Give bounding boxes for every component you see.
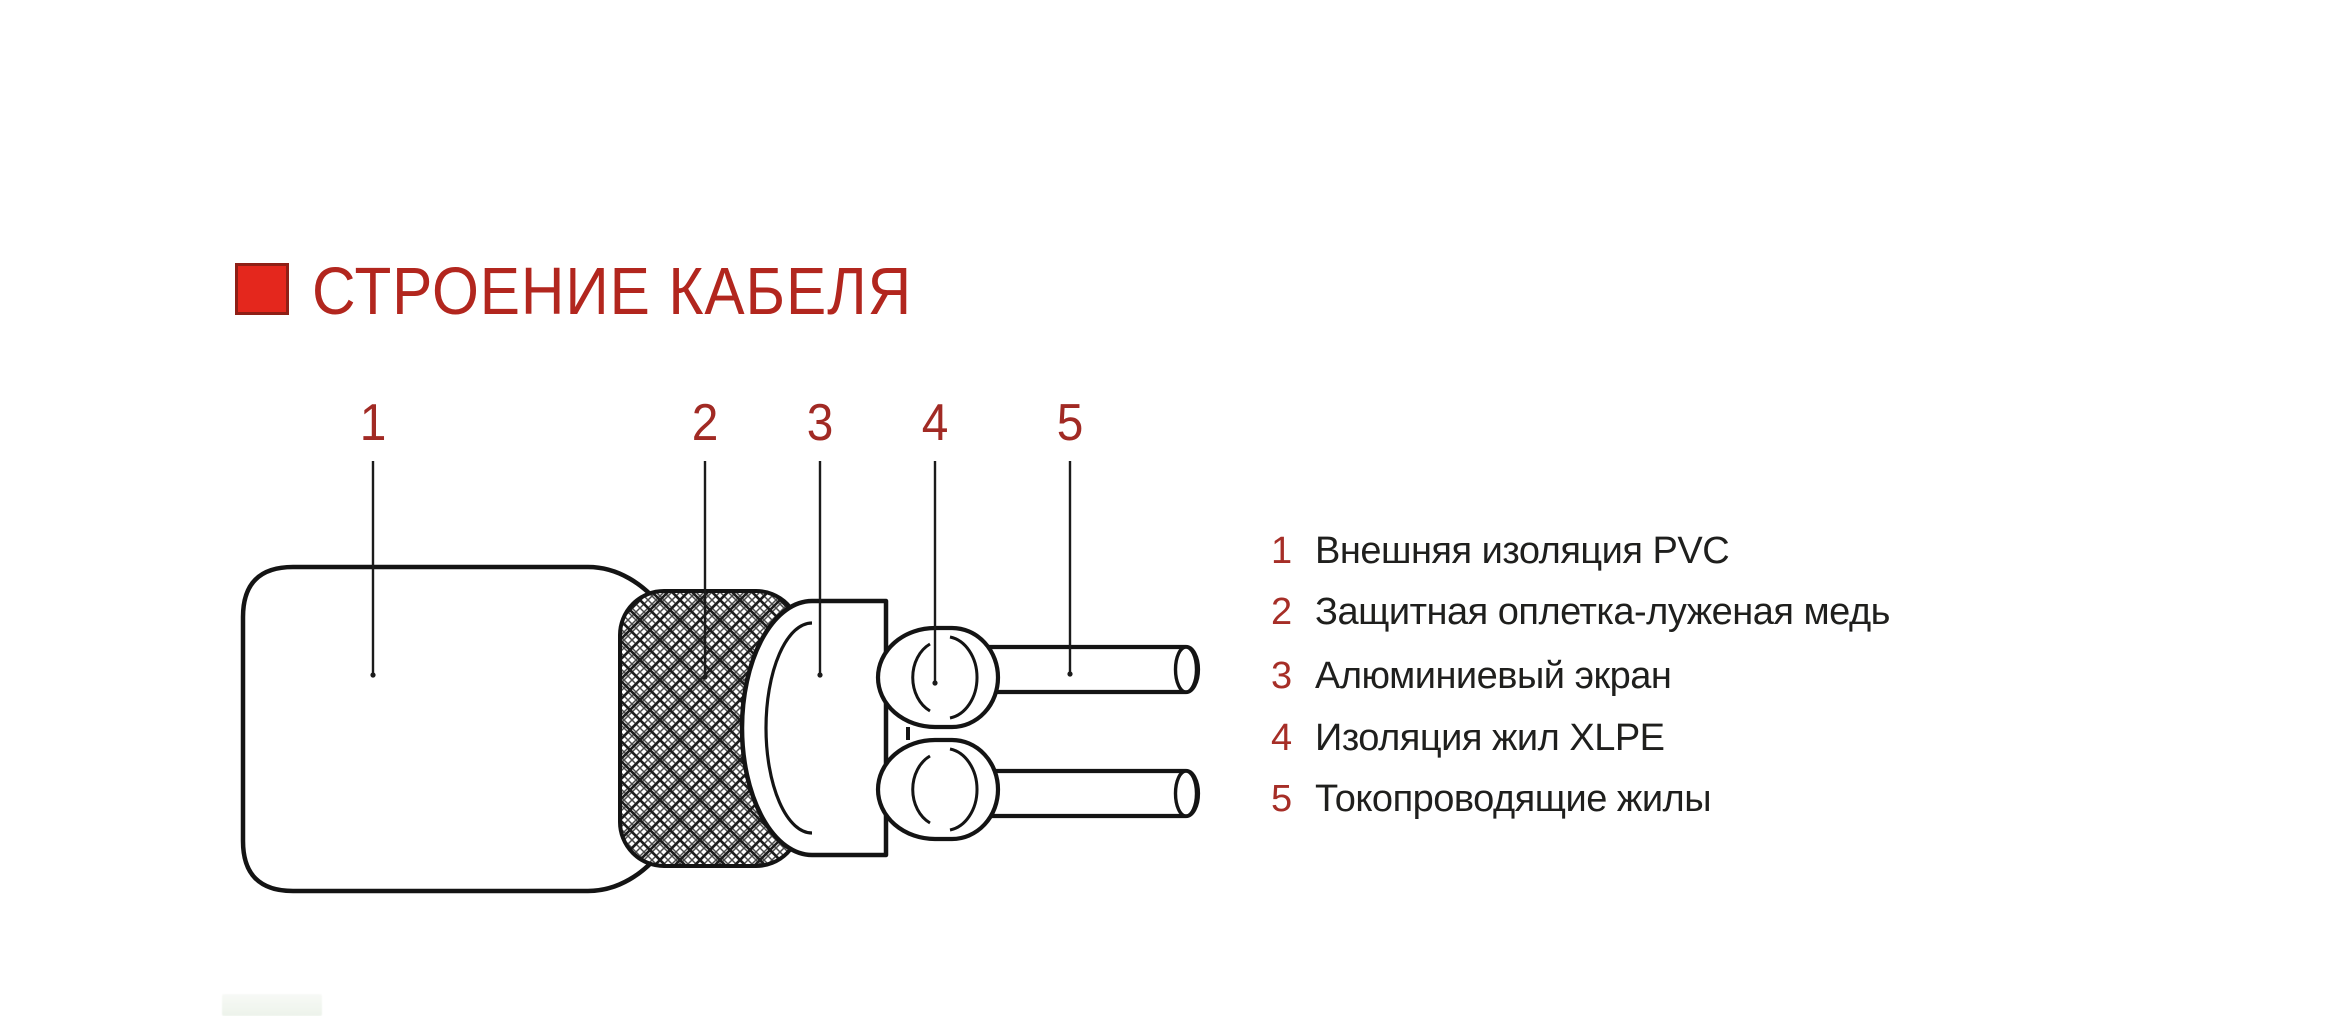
- callout-leader-dots: [370, 671, 1073, 686]
- legend-item-label: Защитная оплетка-луженая медь: [1315, 591, 1890, 633]
- legend-item-label: Изоляция жил XLPE: [1315, 717, 1665, 759]
- core-insulation-bottom-endface-line: [949, 747, 979, 832]
- legend-number: 1: [1271, 530, 1293, 572]
- core-insulation-top-endface-line: [949, 635, 979, 720]
- aluminium-screen-rim-line: [764, 621, 813, 835]
- section-marker-square-icon: [235, 263, 289, 315]
- cutoff-next-section-fragment: [222, 994, 322, 1016]
- core-insulation-top-shape: [875, 625, 1001, 730]
- core-insulation-top-rim-line: [911, 642, 931, 713]
- conductor-top-endface: [1173, 645, 1199, 694]
- legend-item-2: 2 Защитная оплетка-луженая медь: [1271, 592, 1890, 638]
- legend-number: 3: [1271, 655, 1293, 697]
- legend-item-3: 3 Алюминиевый экран: [1271, 655, 1672, 702]
- conductor-bottom-endface: [1173, 769, 1199, 818]
- conductor-bottom-shape: [972, 768, 1201, 819]
- legend-item-label: Токопроводящие жилы: [1315, 778, 1712, 820]
- legend-number: 2: [1271, 591, 1293, 633]
- core-insulation-bottom-shape: [875, 737, 1001, 842]
- legend-item-label: Алюминиевый экран: [1315, 655, 1672, 697]
- callout-number-2: 2: [691, 394, 719, 452]
- legend-number: 5: [1271, 778, 1293, 820]
- callout-number-1: 1: [359, 394, 387, 452]
- core-insulation-bottom-rim-line: [911, 754, 931, 825]
- callout-number-5: 5: [1056, 394, 1084, 452]
- callout-number-4: 4: [921, 394, 949, 452]
- legend-number: 4: [1271, 717, 1293, 759]
- legend-item-4: 4 Изоляция жил XLPE: [1271, 718, 1665, 764]
- aluminium-screen-shape: [739, 598, 889, 858]
- legend-item-1: 1 Внешняя изоляция PVC: [1271, 530, 1730, 577]
- page-title: СТРОЕНИЕ КАБЕЛЯ: [312, 254, 913, 329]
- callout-number-3: 3: [806, 394, 834, 452]
- conductor-top-shape: [972, 644, 1201, 695]
- legend-item-label: Внешняя изоляция PVC: [1315, 530, 1730, 572]
- callout-leader-lines: [371, 461, 1072, 682]
- legend-item-5: 5 Токопроводящие жилы: [1271, 778, 1712, 825]
